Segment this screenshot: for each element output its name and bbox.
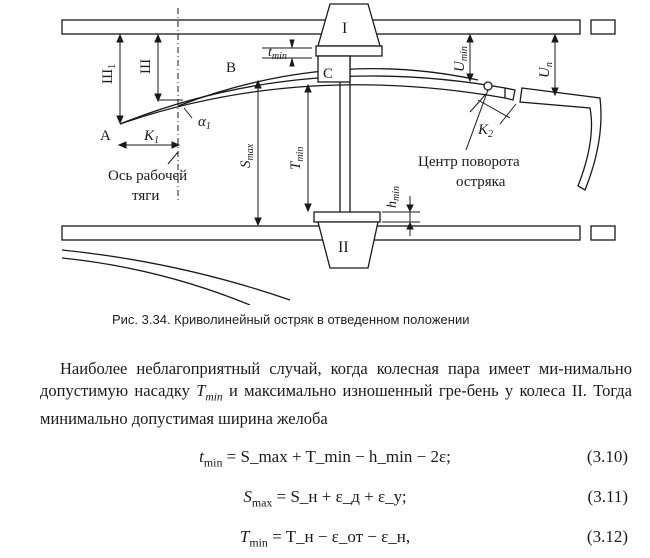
label-alpha1: α1 xyxy=(198,114,211,132)
switch-blade-diagram: I II A B C Ш1 Ш K1 α1 tmin Smax Tmin Umi… xyxy=(61,3,616,305)
flange-bottom xyxy=(317,221,379,269)
label-sh: Ш xyxy=(138,59,154,74)
label-un: Uп xyxy=(537,62,555,78)
label-k2: K2 xyxy=(477,122,493,140)
bottom-curved-rail xyxy=(61,249,291,301)
equation-3-11: Smax = S_н + ε_д + ε_у; (3.11) xyxy=(243,487,628,510)
switch-blade-top xyxy=(119,75,506,125)
equation-rhs: = S_max + T_min − h_min − 2ε; xyxy=(226,447,451,466)
equation-rhs: = S_н + ε_д + ε_у; xyxy=(276,487,407,506)
label-sh1: Ш1 xyxy=(100,64,118,84)
label-hmin: hmin xyxy=(385,186,402,208)
equation-number: (3.10) xyxy=(586,447,628,466)
switch-blade-bottom xyxy=(119,84,506,125)
label-rod-axis-1: Ось рабочей xyxy=(108,168,187,184)
label-k1: K1 xyxy=(143,128,159,146)
paragraph-part-1: Наиболее неблагоприятный случай, когда к… xyxy=(40,359,632,400)
label-flange-top: I xyxy=(342,20,347,37)
paragraph-part-2: и максимально изношенный гре-бень у коле… xyxy=(40,381,633,429)
label-smax: Smax xyxy=(238,143,256,168)
switch-blade-tail xyxy=(504,87,516,101)
figure-caption: Рис. 3.34. Криволинейный остряк в отведе… xyxy=(112,312,470,327)
equation-number: (3.12) xyxy=(586,527,628,546)
equation-rhs: = T_н − ε_от − ε_н, xyxy=(272,527,411,546)
label-rod-axis-2: тяги xyxy=(132,188,159,204)
label-tmin-mid: Tmin xyxy=(288,147,306,170)
right-curved-rail xyxy=(519,87,602,191)
top-rail-end xyxy=(590,19,616,35)
label-flange-bottom: II xyxy=(338,239,349,256)
equation-3-10: tmin = S_max + T_min − h_min − 2ε; (3.10… xyxy=(199,447,628,470)
t-min-symbol: Tmin xyxy=(196,381,223,404)
body-paragraph: Наиболее неблагоприятный случай, когда к… xyxy=(40,358,632,430)
label-umin: Umin xyxy=(452,46,470,72)
equation-3-12: Tmin = T_н − ε_от − ε_н, (3.12) xyxy=(239,527,628,550)
bottom-rail-end xyxy=(590,225,616,241)
equation-number: (3.11) xyxy=(587,487,628,506)
label-region-c: C xyxy=(323,66,333,82)
pivot-point xyxy=(483,81,493,91)
flange-top xyxy=(317,3,381,47)
label-pivot-2: остряка xyxy=(456,174,506,190)
top-rail xyxy=(61,19,581,35)
label-tmin-top: tmin xyxy=(268,45,287,62)
label-pivot-1: Центр поворота xyxy=(418,154,520,170)
label-region-a: A xyxy=(100,128,111,144)
label-region-b: B xyxy=(226,60,236,76)
